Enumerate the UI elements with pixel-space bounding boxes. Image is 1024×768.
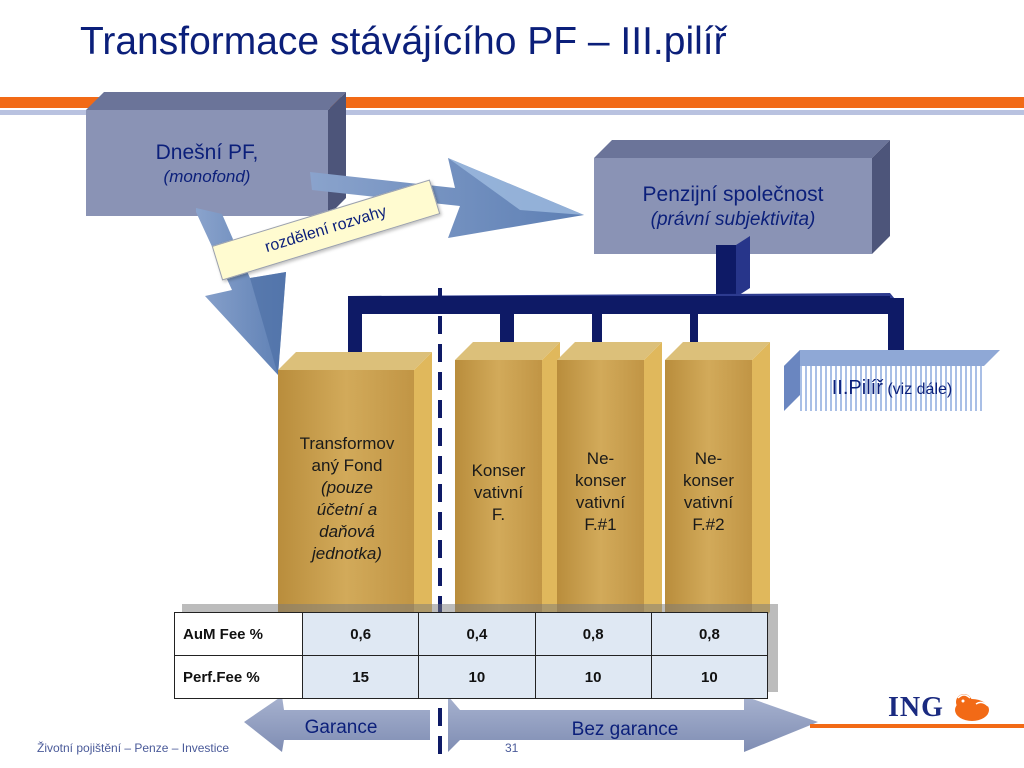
no-guarantee-label: Bez garance (571, 719, 679, 740)
table-cell: 0,4 (418, 612, 536, 656)
fund-column-1-shape (278, 352, 432, 630)
fund-4-line: F.#2 (692, 515, 725, 535)
table-row: Perf.Fee % 15 10 10 10 (174, 655, 769, 699)
page-title: Transformace stávájícího PF – III.pilíř (80, 20, 727, 63)
fund-column-4-shape (665, 342, 770, 630)
table-cell: 0,6 (301, 612, 420, 656)
pension-company-title: Penzijní společnost (642, 183, 824, 206)
no-guarantee-arrow (448, 696, 818, 752)
table-row-label: AuM Fee % (174, 612, 303, 656)
fund-2-line: Konser (471, 461, 526, 480)
table-row-label: Perf.Fee % (174, 655, 303, 699)
current-fund-subtitle: (monofond) (163, 167, 251, 187)
pension-company-label: Penzijní společnost (právní subjektivita… (594, 182, 872, 232)
header-blue-rule (0, 110, 1024, 115)
fund-1-line: Transformov (299, 434, 395, 453)
second-pillar-title: II.Pilíř (831, 377, 883, 399)
table-cell: 10 (650, 655, 769, 699)
fee-table: AuM Fee % 0,6 0,4 0,8 0,8 Perf.Fee % 15 … (174, 612, 769, 699)
fund-1-line: aný Fond (311, 456, 383, 476)
second-pillar-note: (viz dále) (887, 381, 953, 398)
table-cell: 0,8 (534, 612, 652, 656)
fund-column-3-label: Ne- konser vativní F.#1 (557, 448, 644, 536)
page-number: 31 (505, 741, 519, 755)
fund-4-line: vativní (683, 493, 734, 513)
fund-column-2-label: Konser vativní F. (455, 460, 542, 526)
table-cell: 0,8 (650, 612, 769, 656)
fund-3-line: konser (574, 471, 627, 491)
fund-column-1-label: Transformov aný Fond (pouze účetní a daň… (280, 433, 414, 566)
fund-2-line: vativní (473, 483, 524, 503)
guarantee-label: Garance (304, 717, 378, 738)
current-fund-box (86, 92, 346, 216)
header-orange-rule (0, 97, 1024, 108)
split-arrow-right (310, 158, 584, 238)
pension-company-subtitle: (právní subjektivita) (650, 209, 816, 231)
fund-3-line: vativní (575, 493, 626, 513)
fund-1-note-line: účetní a (316, 500, 378, 520)
table-cell: 10 (534, 655, 652, 699)
fund-3-line: Ne- (586, 449, 615, 468)
fund-column-4-label: Ne- konser vativní F.#2 (665, 448, 752, 536)
ing-logo: ING (888, 692, 944, 723)
fund-4-line: Ne- (694, 449, 723, 468)
fund-3-line: F.#1 (584, 515, 617, 535)
second-pillar-label: II.Pilíř (viz dále) (800, 377, 984, 400)
second-pillar-box (784, 350, 1000, 411)
fund-1-note-line: daňová (319, 522, 375, 542)
connector-tree (348, 236, 904, 366)
lion-icon (955, 694, 989, 721)
table-cell: 15 (301, 655, 420, 699)
fund-1-note-line: jednotka) (312, 544, 382, 564)
fund-2-line: F. (491, 505, 506, 525)
fund-column-2-shape (455, 342, 560, 630)
table-cell: 10 (418, 655, 536, 699)
footer-caption: Životní pojištění – Penze – Investice (37, 741, 230, 755)
fund-4-line: konser (682, 471, 735, 491)
current-fund-label: Dnešní PF, (monofond) (86, 140, 328, 188)
fund-1-note-line: (pouze (321, 478, 373, 498)
guarantee-arrow (244, 696, 430, 752)
pension-company-box (594, 140, 890, 254)
current-fund-title: Dnešní PF, (155, 141, 259, 164)
table-row: AuM Fee % 0,6 0,4 0,8 0,8 (174, 612, 769, 656)
footer-orange-rule (810, 724, 1024, 728)
fund-column-3-shape (557, 342, 662, 630)
